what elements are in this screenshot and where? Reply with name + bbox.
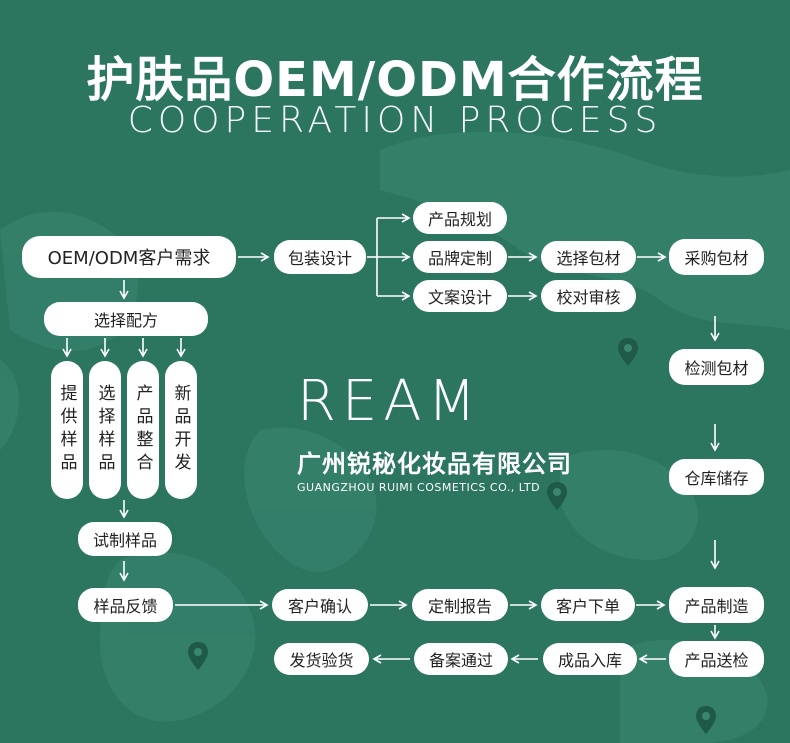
step-choose-products: 选择样品 [89, 361, 121, 499]
location-pin-icon [696, 706, 716, 734]
company-name-cn: 广州锐秘化妆品有限公司 [297, 450, 572, 478]
step-warehousing: 成品入库 [543, 643, 637, 675]
location-pin-icon [547, 482, 567, 510]
step-proofread: 校对审核 [541, 280, 636, 312]
company-name-en: GUANGZHOU RUIMI COSMETICS CO., LTD [297, 481, 541, 494]
step-copy-design: 文案设计 [413, 280, 507, 312]
brand-logo: REAM [297, 369, 482, 434]
step-warehouse-storage: 仓库储存 [669, 459, 764, 495]
page-subtitle: COOPERATION PROCESS [127, 100, 663, 141]
step-trial-samples: 试制样品 [78, 522, 172, 556]
step-oem-odm-needs: OEM/ODM客户需求 [22, 236, 236, 278]
step-sample-feedback: 样品反馈 [78, 588, 173, 622]
location-pin-icon [618, 338, 638, 366]
step-select-packaging: 选择包材 [541, 241, 636, 273]
step-purchase-packaging: 采购包材 [669, 239, 764, 275]
step-select-formula: 选择配方 [44, 302, 208, 336]
step-product-inspection: 产品送检 [669, 641, 764, 677]
step-new-development: 新品开发 [165, 361, 197, 499]
step-product-manufacture: 产品制造 [669, 587, 764, 623]
location-pin-icon [188, 642, 208, 670]
step-product-planning: 产品规划 [413, 202, 507, 234]
step-provide-samples: 提供样品 [51, 361, 83, 499]
step-inspect-packaging: 检测包材 [669, 349, 764, 385]
step-product-integration: 产品整合 [127, 361, 159, 499]
step-custom-report: 定制报告 [412, 589, 508, 621]
step-ship-inspect: 发货验货 [274, 643, 369, 675]
page-title: 护肤品OEM/ODM合作流程 [86, 52, 704, 108]
step-packaging-design: 包装设计 [274, 240, 366, 274]
step-customer-order: 客户下单 [541, 589, 635, 621]
step-brand-customization: 品牌定制 [413, 241, 507, 273]
step-customer-confirm: 客户确认 [272, 589, 368, 621]
step-filing-approved: 备案通过 [414, 643, 508, 675]
